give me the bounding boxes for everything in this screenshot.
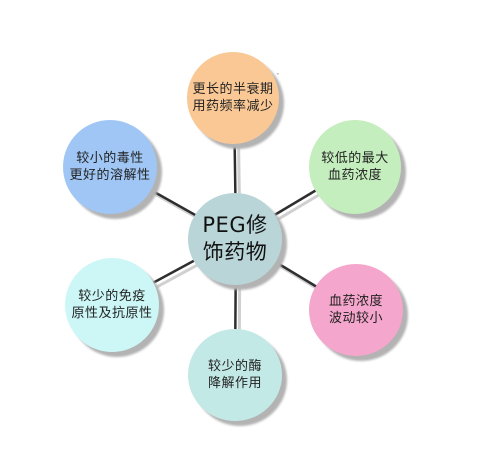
node-less-enzyme-degradation-label: 较少的酶 降解作用 [207,359,262,391]
node-smaller-fluctuation: 血药浓度 波动较小 [309,264,403,356]
node-longer-half-life-label: 更长的半衰期 用药频率减少 [192,82,274,114]
node-lower-peak-concentration-label: 较低的最大 血药浓度 [321,151,389,183]
node-lower-immunogenicity: 较少的免疫 原性及抗原性 [65,258,159,352]
node-longer-half-life: 更长的半衰期 用药频率减少 [187,52,279,144]
node-lower-immunogenicity-label: 较少的免疫 原性及抗原性 [71,289,153,321]
center-node-label: PEG修 饰药物 [202,213,268,264]
node-lower-toxicity-label: 较小的毒性 更好的溶解性 [69,151,151,183]
node-smaller-fluctuation-label: 血药浓度 波动较小 [328,294,383,326]
corner-mark: ˇ [276,73,280,81]
node-less-enzyme-degradation: 较少的酶 降解作用 [188,329,282,421]
center-node: PEG修 饰药物 [188,193,282,285]
node-lower-peak-concentration: 较低的最大 血药浓度 [309,120,401,214]
node-lower-toxicity: 较小的毒性 更好的溶解性 [63,120,157,214]
